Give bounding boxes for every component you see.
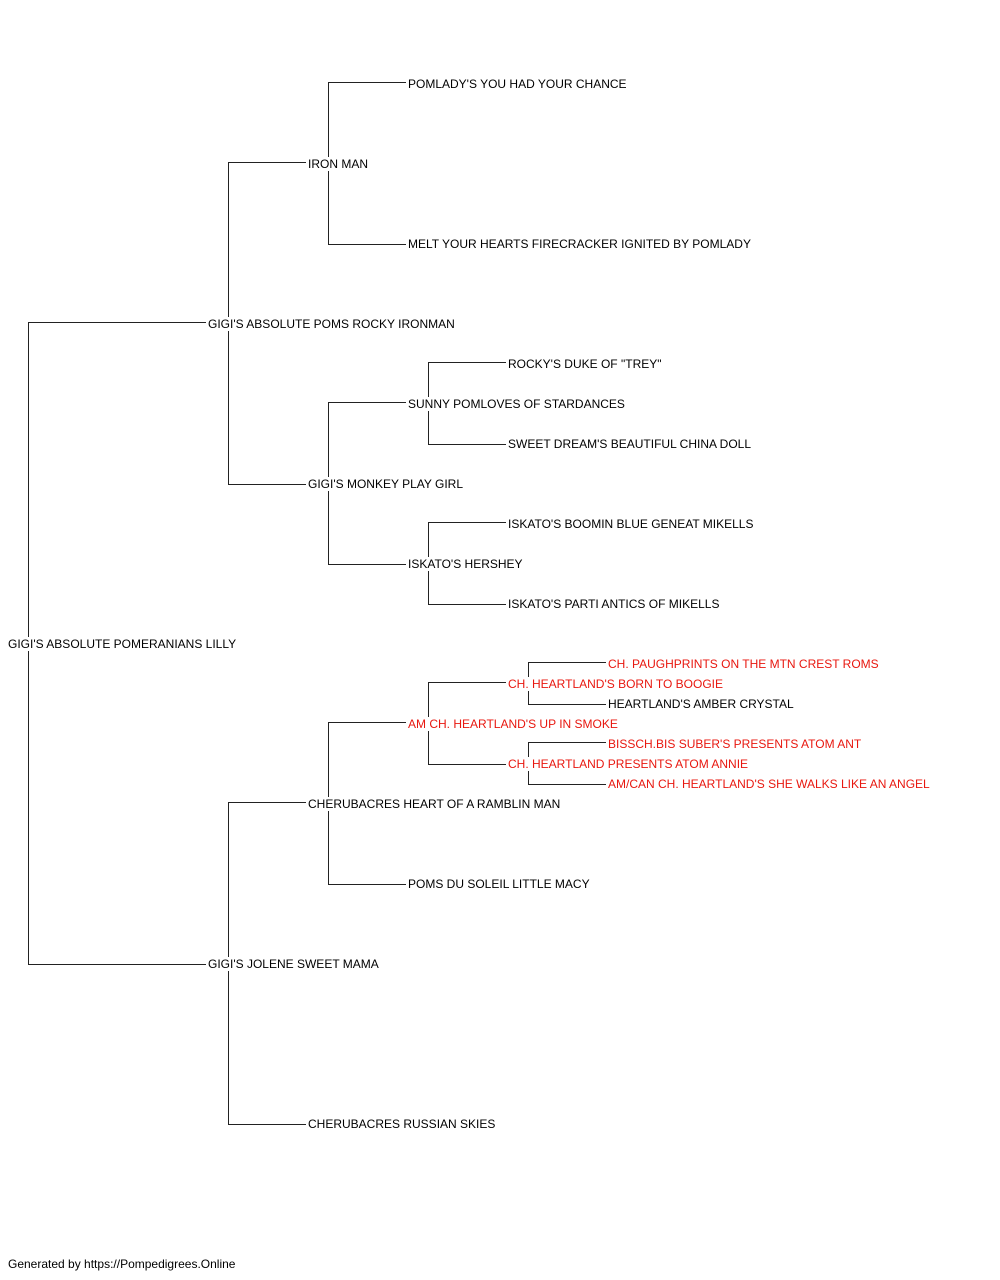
connector-line <box>428 604 506 605</box>
sdd-dam-name[interactable]: ISKATO'S PARTI ANTICS OF MIKELLS <box>507 597 721 611</box>
sire-sire-name[interactable]: IRON MAN <box>307 157 369 171</box>
ss-sire-name[interactable]: POMLADY'S YOU HAD YOUR CHANCE <box>407 77 628 91</box>
footer-credit: Generated by https://Pompedigrees.Online <box>8 1257 236 1271</box>
sd-dam-name[interactable]: ISKATO'S HERSHEY <box>407 557 524 571</box>
connector-line <box>428 362 506 363</box>
dam-name[interactable]: GIGI'S JOLENE SWEET MAMA <box>207 957 380 971</box>
subject-dog-name[interactable]: GIGI'S ABSOLUTE POMERANIANS LILLY <box>7 637 238 651</box>
connector-line <box>528 784 606 785</box>
sire-dam-name[interactable]: GIGI'S MONKEY PLAY GIRL <box>307 477 465 491</box>
dss-dam-name-champion[interactable]: CH. HEARTLAND PRESENTS ATOM ANNIE <box>507 757 750 771</box>
connector-line <box>428 764 506 765</box>
connector-line <box>428 682 506 683</box>
connector-line <box>228 162 306 163</box>
connector-line <box>328 402 406 403</box>
connector-line <box>328 722 406 723</box>
connector-line <box>328 82 406 83</box>
dsss-dam-name[interactable]: HEARTLAND'S AMBER CRYSTAL <box>607 697 795 711</box>
connector-line <box>428 522 506 523</box>
sd-sire-name[interactable]: SUNNY POMLOVES OF STARDANCES <box>407 397 626 411</box>
connector-line <box>328 884 406 885</box>
connector-line <box>428 444 506 445</box>
dssd-sire-name-champion[interactable]: BISSCH.BIS SUBER'S PRESENTS ATOM ANT <box>607 737 863 751</box>
connector-line <box>528 742 606 743</box>
connector-line <box>528 704 606 705</box>
ds-sire-name-champion[interactable]: AM CH. HEARTLAND'S UP IN SMOKE <box>407 717 619 731</box>
connector-line <box>328 244 406 245</box>
sds-sire-name[interactable]: ROCKY'S DUKE OF "TREY" <box>507 357 663 371</box>
sire-name[interactable]: GIGI'S ABSOLUTE POMS ROCKY IRONMAN <box>207 317 456 331</box>
connector-line <box>28 322 206 323</box>
dss-sire-name-champion[interactable]: CH. HEARTLAND'S BORN TO BOOGIE <box>507 677 725 691</box>
connector-line <box>228 802 306 803</box>
connector-line <box>228 1124 306 1125</box>
connector-line <box>528 662 606 663</box>
ds-dam-name[interactable]: POMS DU SOLEIL LITTLE MACY <box>407 877 591 891</box>
ss-dam-name[interactable]: MELT YOUR HEARTS FIRECRACKER IGNITED BY … <box>407 237 752 251</box>
dam-sire-name[interactable]: CHERUBACRES HEART OF A RAMBLIN MAN <box>307 797 562 811</box>
sdd-sire-name[interactable]: ISKATO'S BOOMIN BLUE GENEAT MIKELLS <box>507 517 755 531</box>
connector-line <box>328 564 406 565</box>
sds-dam-name[interactable]: SWEET DREAM'S BEAUTIFUL CHINA DOLL <box>507 437 753 451</box>
dam-dam-name[interactable]: CHERUBACRES RUSSIAN SKIES <box>307 1117 497 1131</box>
dsss-sire-name-champion[interactable]: CH. PAUGHPRINTS ON THE MTN CREST ROMS <box>607 657 880 671</box>
dssd-dam-name-champion[interactable]: AM/CAN CH. HEARTLAND'S SHE WALKS LIKE AN… <box>607 777 931 791</box>
connector-line <box>28 964 206 965</box>
connector-line <box>228 484 306 485</box>
